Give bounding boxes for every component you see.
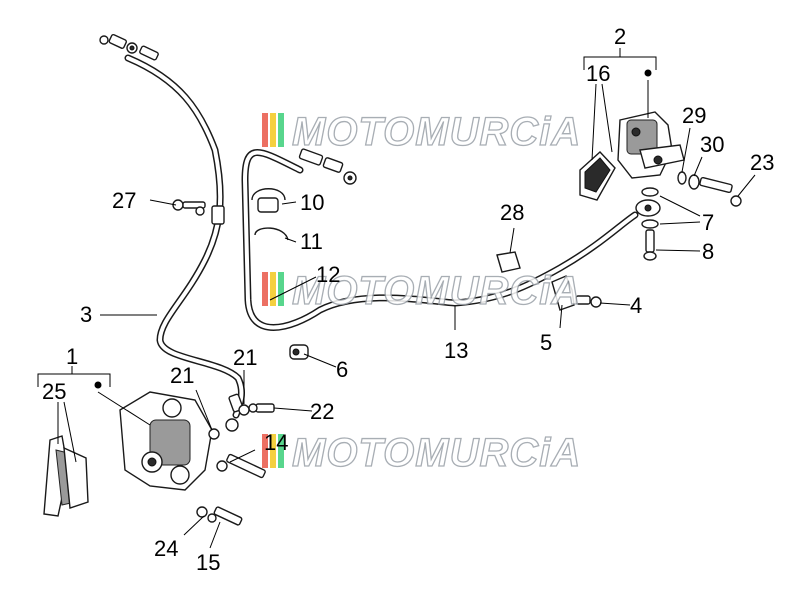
brake-pump-assembly [617, 69, 685, 179]
watermark-3: MOTOMURCiA [262, 430, 581, 476]
bracket-group-2 [583, 48, 657, 70]
callout-30: 30 [700, 132, 724, 157]
pump-dot-marker [644, 69, 652, 77]
callout-5: 5 [540, 330, 552, 355]
callout-14: 14 [264, 430, 288, 455]
callout-3: 3 [80, 302, 92, 327]
front-brake-hose [99, 33, 245, 432]
callout-24: 24 [154, 536, 178, 561]
callout-27: 27 [112, 188, 136, 213]
watermark-text: MOTOMURCiA [292, 431, 581, 475]
bracket-group-1 [37, 366, 111, 387]
callout-10: 10 [300, 190, 324, 215]
watermark-1: MOTOMURCiA [262, 109, 581, 155]
callout-21-left: 21 [170, 363, 194, 388]
callout-4: 4 [630, 293, 642, 318]
callout-8: 8 [702, 239, 714, 264]
callout-1: 1 [66, 344, 78, 369]
callout-28: 28 [500, 200, 524, 225]
callout-21-right: 21 [233, 345, 257, 370]
clip-10 [251, 188, 286, 213]
washers-7 [641, 187, 659, 229]
hose-top-fitting [99, 33, 159, 61]
watermark-2: MOTOMURCiA [262, 268, 581, 314]
bolt-22 [248, 403, 275, 413]
callout-11: 11 [300, 229, 323, 254]
ring-11 [254, 227, 289, 241]
callout-numbers: 1 25 2 16 27 3 10 11 12 13 6 21 21 22 14… [42, 24, 774, 575]
callout-23: 23 [750, 150, 774, 175]
callout-6: 6 [336, 357, 348, 382]
bolt-27 [172, 199, 206, 216]
bracket-5 [551, 275, 575, 311]
hose-clip-bracket [211, 205, 225, 225]
callout-22: 22 [310, 399, 334, 424]
callout-25: 25 [42, 379, 66, 404]
clamp-6 [289, 344, 309, 360]
callout-7: 7 [702, 210, 714, 235]
brake-pads [43, 435, 89, 517]
callout-2: 2 [614, 24, 626, 49]
washers-29-30 [677, 171, 700, 190]
washers-21 [208, 404, 250, 440]
brake-caliper [94, 381, 213, 491]
callout-29: 29 [682, 103, 706, 128]
watermark-text: MOTOMURCiA [292, 110, 581, 154]
clip-28 [496, 251, 521, 273]
callout-13: 13 [444, 338, 468, 363]
pump-gasket [579, 151, 616, 201]
caliper-dot-marker [94, 381, 102, 389]
callout-12: 12 [316, 262, 340, 287]
callout-15: 15 [196, 550, 220, 575]
pipe-master-fitting [635, 199, 661, 217]
bolt-23 [699, 176, 742, 207]
watermark-text: MOTOMURCiA [292, 269, 581, 313]
bolt-8 [643, 229, 657, 261]
bolt-4 [575, 295, 602, 308]
bolts-15-24 [196, 453, 266, 526]
pipe-top-fitting [298, 148, 357, 185]
callout-16: 16 [586, 61, 610, 86]
leader-lines [57, 83, 756, 549]
rear-brake-pipe [241, 148, 661, 331]
